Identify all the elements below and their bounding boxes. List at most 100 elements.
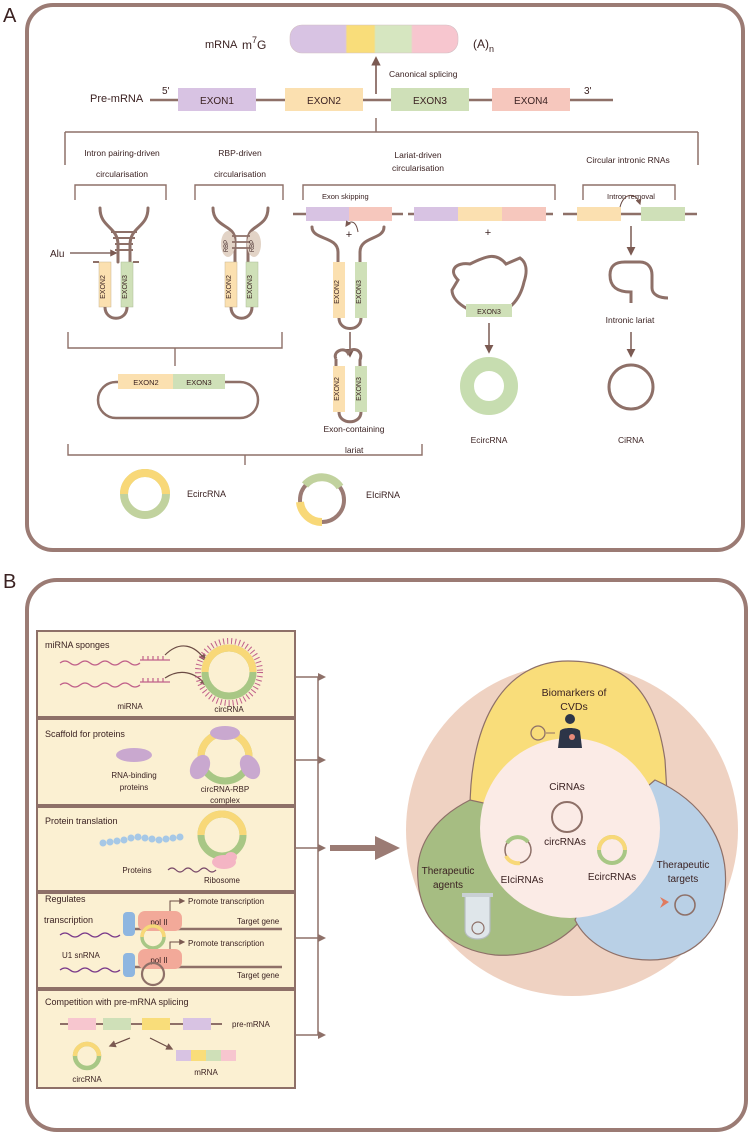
promote-label-2: Promote transcription [188, 939, 264, 948]
pol2-label-1: pol II [150, 918, 167, 927]
targets-l2: targets [668, 874, 699, 885]
skipping-exon4 [349, 207, 392, 221]
connectors [295, 676, 319, 1036]
rbp-l2: proteins [120, 783, 148, 792]
promote-label-1: Promote transcription [188, 897, 264, 906]
rbp-driven-hairpin [211, 206, 270, 320]
lariat-driven-title-2: circularisation [392, 163, 444, 173]
comp-exon-purple [183, 1018, 211, 1030]
mrna-seg-3 [206, 1050, 221, 1061]
exon3-label: EXON3 [413, 96, 447, 107]
merge-bracket [67, 332, 283, 366]
comp-arrow-left [108, 1037, 131, 1048]
cirna-small [140, 961, 166, 987]
mrna-seg-4 [221, 1050, 236, 1061]
mature-mrna [289, 24, 459, 54]
sponge-arrow-1 [164, 645, 206, 662]
person-icon [558, 714, 582, 748]
exon-containing-lariat [333, 348, 367, 424]
skipping-exon1 [306, 207, 349, 221]
lariat-exon2-label: EXON2 [334, 280, 341, 304]
exon4-box [492, 88, 570, 111]
u1-label: U1 snRNA [62, 951, 100, 960]
lariat-bracket [67, 444, 423, 465]
mrna-seg-2 [191, 1050, 206, 1061]
complex-l2: complex [210, 796, 240, 805]
cirnas-icon [551, 801, 583, 833]
exon2-box [285, 88, 363, 111]
box1-title: miRNA sponges [45, 640, 110, 650]
cap-label: m7G [242, 35, 266, 52]
panel-a-label: A [3, 5, 17, 27]
exon-lariat [310, 225, 386, 330]
comp-exon-pink [68, 1018, 96, 1030]
eicirna-label: EIciRNA [366, 490, 400, 500]
big-arrow-head [375, 836, 400, 860]
intron-removal-label: Intron removal [607, 192, 655, 201]
intronic-lariat-shape [608, 260, 669, 303]
loop-exon3-label: EXON3 [477, 309, 501, 316]
eicirnas-icon-arc1 [504, 854, 521, 866]
transcription-label: transcription [44, 915, 93, 925]
comp-arrow-right [149, 1037, 174, 1050]
mrna-label: mRNA [205, 39, 238, 51]
ip-exon3-label: EXON3 [122, 275, 129, 299]
exon4-label: EXON4 [514, 96, 548, 107]
mirna-label: miRNA [117, 702, 143, 711]
rbp-ellipse [116, 748, 152, 762]
rbp-driven-title-1: RBP-driven [218, 148, 262, 158]
plus-1: + [346, 229, 352, 241]
exon1-label: EXON1 [200, 96, 234, 107]
exon1-box [178, 88, 256, 111]
comp-premrna-label: pre-mRNA [232, 1020, 270, 1029]
ecircrna-circle [120, 469, 170, 519]
comp-exon-green [103, 1018, 131, 1030]
alu-label: Alu [50, 249, 64, 260]
intron-exon3 [641, 207, 685, 221]
exon3-box [391, 88, 469, 111]
circrna-label-1: circRNA [214, 705, 244, 714]
connector-arrowheads [318, 673, 326, 1039]
box4-title: Regulates [45, 894, 86, 904]
panel-b: B miRNA sponges miRNA circRNA Scaffol [3, 571, 748, 1132]
biomarker-circle [530, 725, 546, 741]
canonical-splicing-label: Canonical splicing [389, 69, 458, 79]
rbp-l1: RNA-binding [111, 771, 156, 780]
u1-2 [123, 953, 135, 977]
complex-l1: circRNA-RBP [201, 785, 249, 794]
sponge-arrow-2 [164, 671, 207, 687]
sponge-circrna [195, 638, 263, 706]
lariat-exon2 [458, 207, 502, 221]
rbp-exon2-label: EXON2 [226, 275, 233, 299]
ribosome-label: Ribosome [204, 876, 241, 885]
ecircrnas-icon-arc [597, 835, 627, 851]
intron-pairing-hairpin [93, 206, 150, 320]
comp-mrna-label: mRNA [194, 1068, 218, 1077]
circrna-rbp-complex [189, 726, 261, 785]
comp-circrna-label: circRNA [72, 1075, 102, 1084]
intron-removal-arrow [619, 194, 642, 208]
plus-2: + [485, 227, 491, 239]
agents-l2: agents [433, 880, 463, 891]
rbp-exon3-label: EXON3 [247, 275, 254, 299]
targets-l1: Therapeutic [657, 860, 710, 871]
panel-b-frame [25, 578, 748, 1132]
intron-exon2 [577, 207, 621, 221]
panel-a: A mRNA m7G (A)n Canonical splicing Pre-m… [3, 3, 745, 552]
ecircrna-label-a: EcircRNA [471, 435, 508, 445]
eicirnas-icon-arc2 [505, 835, 530, 845]
lariat-driven-title-1: Lariat-driven [394, 150, 442, 160]
u1-rna-1 [59, 932, 121, 938]
venn-center [480, 738, 660, 918]
intronic-lariat-label: Intronic lariat [606, 315, 655, 325]
ecircrna-ring [460, 357, 518, 415]
pol2-label-2: pol II [150, 956, 167, 965]
comp-exon-yellow [142, 1018, 170, 1030]
u1-1 [123, 912, 135, 936]
intron-pairing-title-1: Intron pairing-driven [84, 148, 160, 158]
polya-label: (A)n [473, 37, 494, 54]
box2-title: Scaffold for proteins [45, 729, 125, 739]
lariat-exon3-label: EXON3 [356, 280, 363, 304]
eicirnas-label: EIciRNAs [501, 875, 544, 886]
